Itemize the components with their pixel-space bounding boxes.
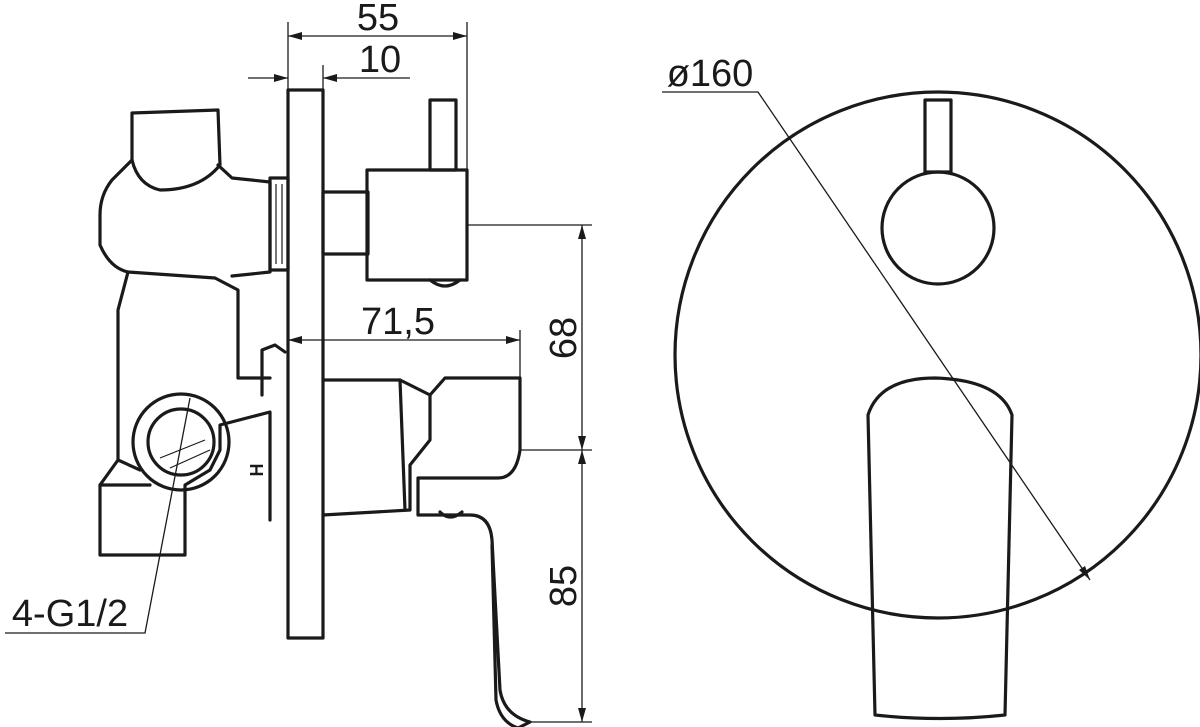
valve-body bbox=[98, 108, 290, 557]
dimensions: 55 10 71,5 68 85 ø160 4-G1/2 bbox=[5, 0, 1091, 723]
diverter-knob bbox=[321, 98, 469, 288]
cover-plate-front bbox=[673, 90, 1200, 620]
diverter-knob-front bbox=[880, 170, 996, 286]
dim-lower-height: 85 bbox=[543, 565, 585, 607]
dim-connections: 4-G1/2 bbox=[12, 593, 128, 635]
dim-overall-depth: 55 bbox=[357, 0, 399, 39]
side-view: H bbox=[98, 88, 532, 727]
dim-diameter: ø160 bbox=[667, 53, 754, 95]
dim-handle-reach: 71,5 bbox=[361, 301, 435, 343]
front-view bbox=[673, 90, 1200, 721]
cover-plate-edge bbox=[286, 88, 325, 640]
dim-upper-height: 68 bbox=[543, 317, 585, 359]
lever-handle-front bbox=[866, 376, 1014, 721]
diverter-stem-front bbox=[923, 98, 953, 174]
dim-plate-offset: 10 bbox=[359, 39, 401, 81]
hot-side-mark: H bbox=[247, 464, 267, 477]
lever-handle bbox=[321, 376, 532, 727]
